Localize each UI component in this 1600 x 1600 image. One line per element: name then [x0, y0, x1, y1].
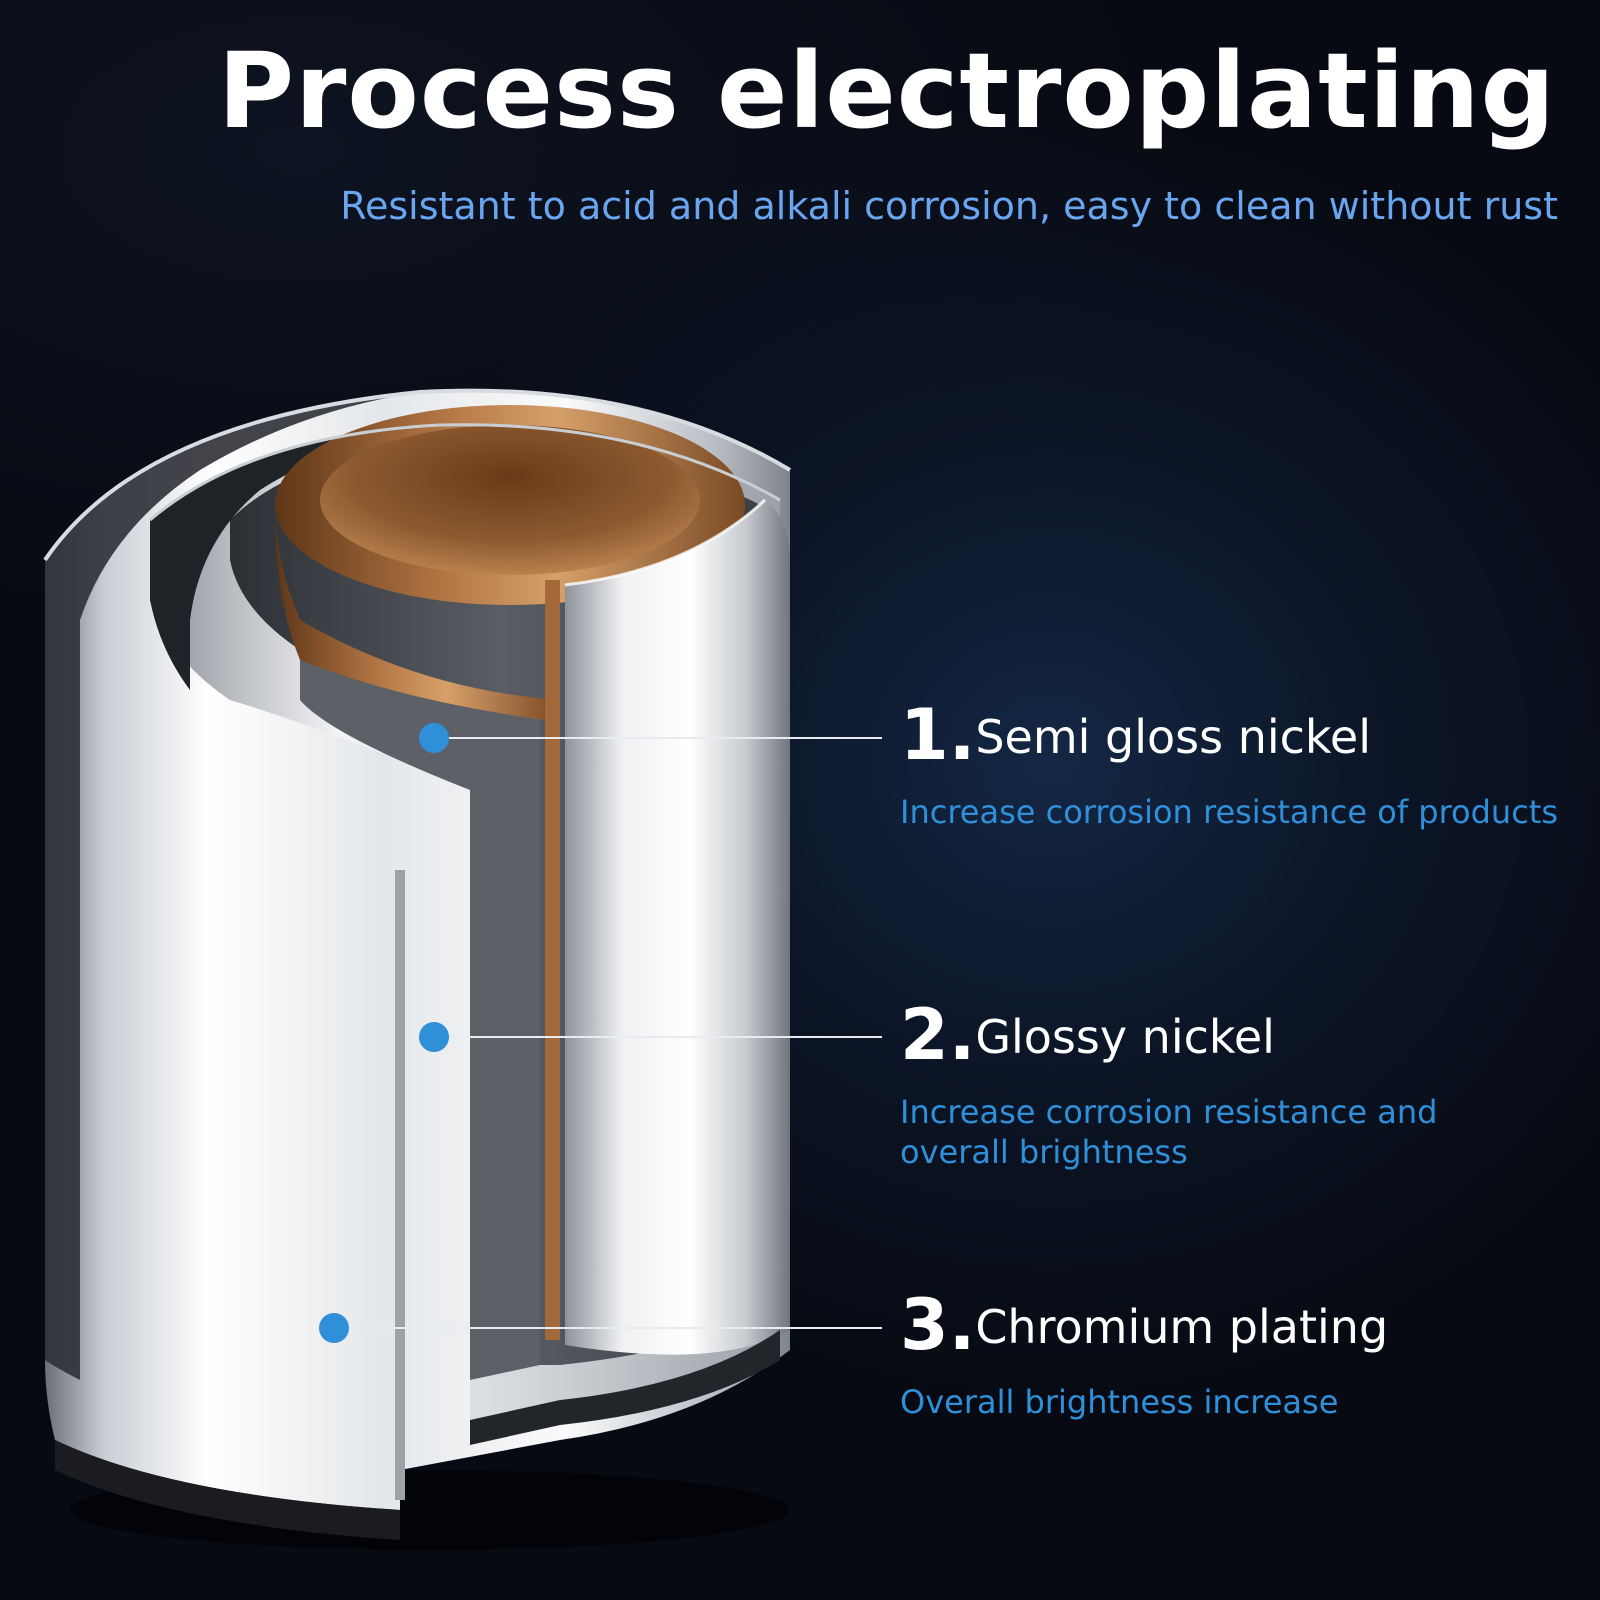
layer-name: Semi gloss nickel [975, 710, 1372, 764]
glossy-nickel-inner [150, 425, 440, 690]
layer-description: Increase corrosion resistance and overal… [900, 1092, 1437, 1172]
layer-description-line: overall brightness [900, 1133, 1188, 1171]
layer-title: 1.Semi gloss nickel [900, 700, 1558, 770]
layer-number: 3. [900, 1284, 976, 1366]
base-rim [55, 1440, 400, 1540]
rim-middle [149, 423, 781, 522]
layer-name: Chromium plating [975, 1300, 1389, 1354]
layer-description: Overall brightness increase [900, 1382, 1388, 1422]
page-title: Process electroplating [217, 30, 1556, 152]
chrome-wrap-top-edge [564, 498, 767, 587]
copper-core-hole [320, 425, 700, 575]
chromium-cut-edge [395, 870, 405, 1500]
layer-description: Increase corrosion resistance of product… [900, 792, 1558, 832]
rim-outer [43, 388, 792, 562]
callout-dot-1 [419, 723, 449, 753]
layer-description-line: Increase corrosion resistance and [900, 1093, 1438, 1131]
layer-label-glossy-nickel: 2.Glossy nickel Increase corrosion resis… [900, 1000, 1437, 1172]
layer-label-semi-gloss-nickel: 1.Semi gloss nickel Increase corrosion r… [900, 700, 1558, 832]
layer-number: 1. [900, 694, 976, 776]
callout-dot-3 [319, 1313, 349, 1343]
layer-description-line: Increase corrosion resistance of product… [900, 793, 1559, 831]
copper-core-face [545, 580, 560, 1340]
chrome-wrap-panel [565, 500, 790, 1355]
layer-description-line: Overall brightness increase [900, 1383, 1339, 1421]
layer-title: 2.Glossy nickel [900, 1000, 1437, 1070]
layer-label-chromium-plating: 3.Chromium plating Overall brightness in… [900, 1290, 1388, 1422]
callout-dot-2 [419, 1022, 449, 1052]
semi-gloss-nickel-face [300, 650, 540, 1380]
layer-number: 2. [900, 994, 976, 1076]
layer-name: Glossy nickel [975, 1010, 1275, 1064]
page-subtitle: Resistant to acid and alkali corrosion, … [340, 184, 1558, 228]
base-rim-right [470, 1330, 780, 1445]
layer-title: 3.Chromium plating [900, 1290, 1388, 1360]
